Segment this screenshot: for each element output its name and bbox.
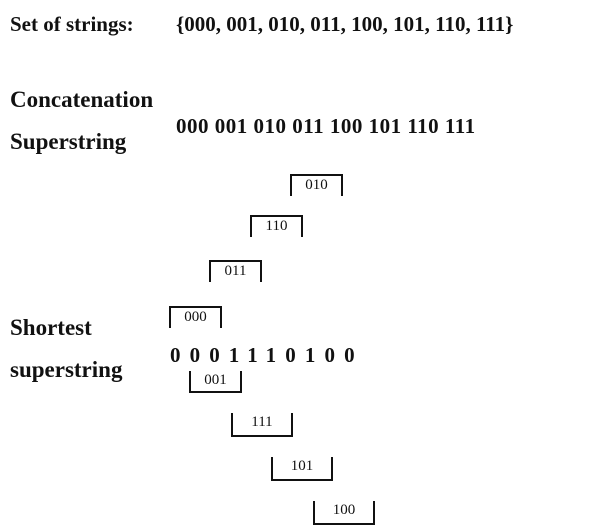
overlap-box-101: 101 — [271, 457, 333, 481]
concatenation-label: Concatenation — [10, 87, 154, 112]
overlap-box-010: 010 — [290, 174, 343, 196]
shortest-superstring: 0001110100 — [170, 343, 364, 367]
concatenation-superstring: 000 001 010 011 100 101 110 111 — [176, 114, 476, 138]
shortest-label: Shortest — [10, 315, 92, 340]
overlap-box-111: 111 — [231, 413, 293, 437]
superstring-label-2: superstring — [10, 357, 123, 382]
overlap-box-001: 001 — [189, 371, 242, 393]
superstring-label: Superstring — [10, 129, 127, 154]
overlap-box-100: 100 — [313, 501, 375, 525]
overlap-box-011: 011 — [209, 260, 262, 282]
set-label: Set of strings: — [10, 12, 134, 36]
overlap-box-000: 000 — [169, 306, 222, 328]
set-of-strings: {000, 001, 010, 011, 100, 101, 110, 111} — [176, 12, 514, 36]
overlap-box-110: 110 — [250, 215, 303, 237]
